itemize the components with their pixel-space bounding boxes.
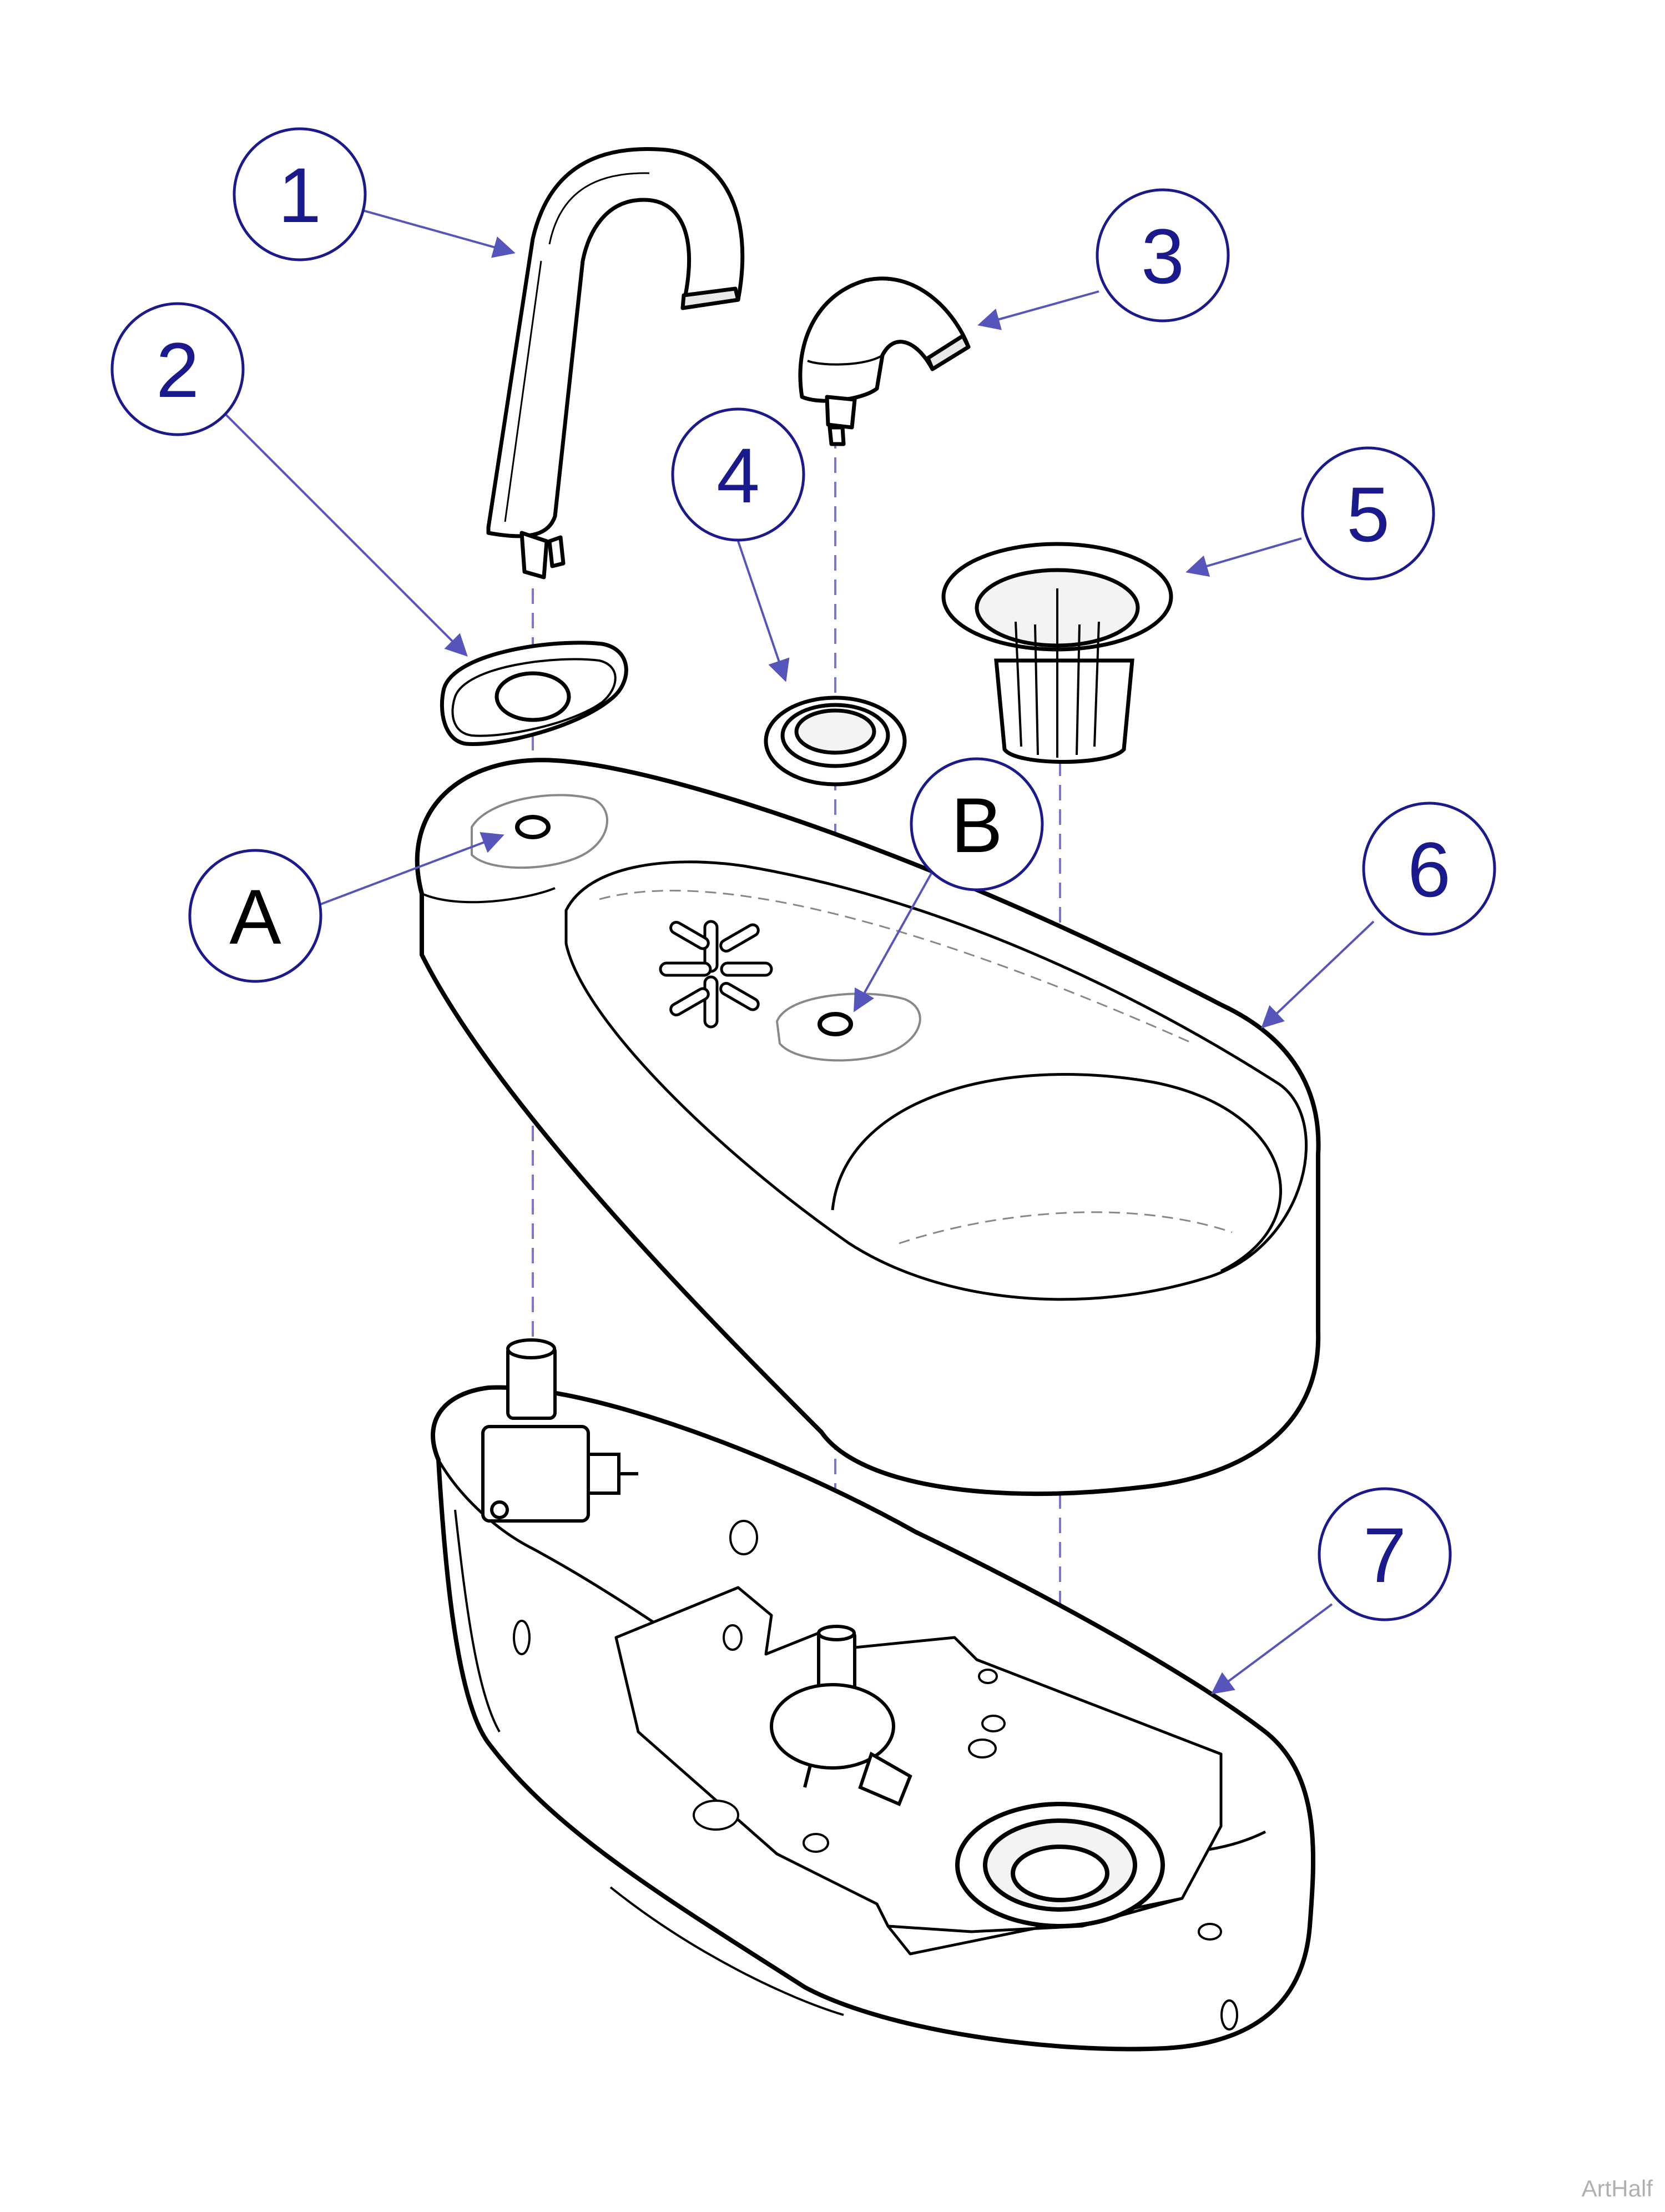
callout-1-label: 1 [278, 152, 321, 239]
callout-3: 3 [1096, 188, 1230, 323]
callout-A-label: A [229, 873, 281, 960]
callout-4: 4 [671, 407, 805, 542]
callout-7: 7 [1318, 1487, 1452, 1621]
callout-B: B [910, 757, 1044, 891]
callout-5: 5 [1301, 446, 1435, 581]
callout-A: A [188, 849, 322, 983]
leader-lines [210, 209, 1375, 1695]
large-spout [486, 147, 745, 580]
callout-6-label: 6 [1407, 826, 1451, 913]
callout-B-label: B [951, 782, 1002, 869]
callouts: 1 2 3 4 5 6 7 A [110, 127, 1496, 1621]
spout-gasket [440, 641, 628, 746]
callout-1: 1 [233, 127, 367, 261]
basin [415, 758, 1321, 1496]
valve-left [481, 1338, 638, 1523]
small-spout [798, 276, 971, 446]
callout-2-label: 2 [156, 326, 199, 414]
spout-ring [764, 696, 907, 787]
strainer [941, 542, 1173, 764]
callout-2: 2 [110, 302, 245, 436]
art-credit: ArtHalf [1581, 2175, 1653, 2201]
callout-5-label: 5 [1346, 471, 1390, 558]
callout-3-label: 3 [1141, 213, 1184, 300]
valve-center [770, 1625, 912, 1806]
callout-6: 6 [1362, 802, 1496, 936]
callout-4-label: 4 [717, 432, 760, 519]
callout-7-label: 7 [1363, 1511, 1406, 1599]
